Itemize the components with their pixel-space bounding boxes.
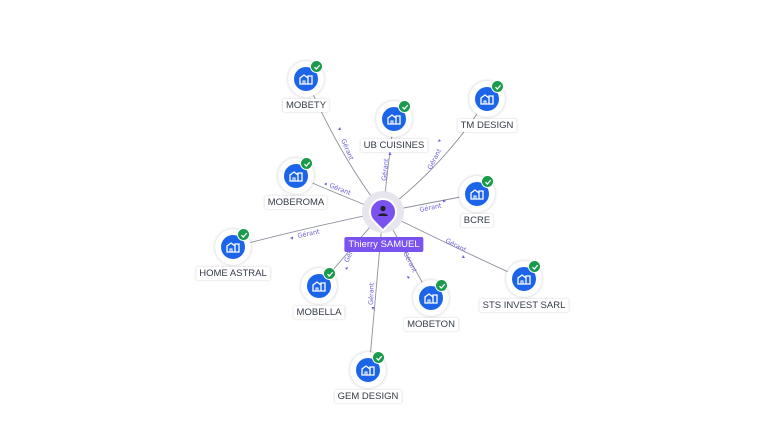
company-label: TM DESIGN [457,119,517,132]
edge-label-gem-design: Gérant [367,282,376,305]
verified-check-icon [481,175,494,188]
verified-check-icon [435,279,448,292]
edge-label-ub-cuisines: Gérant [380,158,390,182]
company-label: MOBEROMA [264,196,328,209]
verified-check-icon [372,351,385,364]
company-label: STS INVEST SARL [479,299,569,312]
edge-arrows [290,127,465,310]
verified-check-icon [528,260,541,273]
person-icon [378,205,388,216]
edge-label-mobeton: Gérant [401,250,418,274]
building-icon [356,358,380,382]
edge-label-sts-invest: Gérant [444,237,468,254]
verified-check-icon [300,157,313,170]
verified-check-icon [398,100,411,113]
company-label: UB CUISINES [360,139,428,152]
company-label: GEM DESIGN [334,390,402,403]
verified-check-icon [310,60,323,73]
company-label: BCRE [460,214,494,227]
verified-check-icon [237,228,250,241]
edge-label-bcre: Gérant [419,201,443,214]
company-label: MOBELLA [293,306,345,319]
edge-label-home-astral: Gérant [297,227,321,240]
company-label: MOBETON [404,318,458,331]
verified-check-icon [491,80,504,93]
center-person-label: Thierry SAMUEL [344,237,424,252]
company-label: HOME ASTRAL [196,267,270,280]
verified-check-icon [323,267,336,280]
company-label: MOBETY [282,99,330,112]
